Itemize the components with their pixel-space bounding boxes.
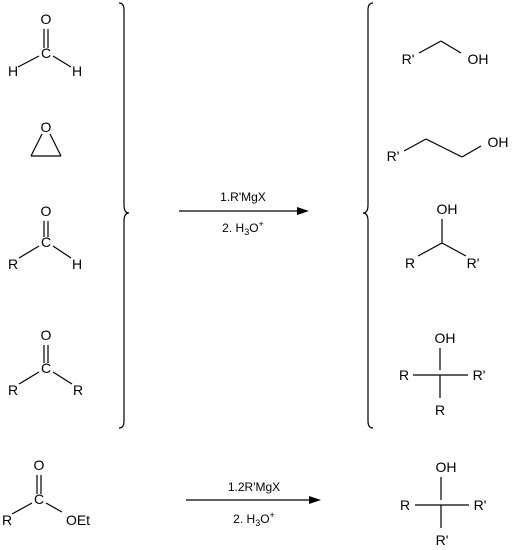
ethylene-oxide: O <box>30 119 62 157</box>
atom-r-prime: R' <box>467 255 480 271</box>
arrow-head <box>309 496 321 504</box>
reaction-arrow-2: 1.2R'MgX 2. H3O+ <box>186 480 321 528</box>
ketone: O C R R <box>8 327 83 398</box>
atom-h: H <box>72 256 82 272</box>
atom-c: C <box>41 234 51 250</box>
atom-oh: OH <box>435 330 456 346</box>
bond-line <box>17 55 40 68</box>
bond-line <box>461 145 482 158</box>
bond-line <box>52 371 73 385</box>
homologated-primary-alcohol: R' OH <box>387 134 509 164</box>
bond-line <box>441 242 467 257</box>
bond-line <box>52 245 72 259</box>
bond-line <box>18 371 40 385</box>
atom-c: C <box>34 491 44 507</box>
right-curly-brace <box>118 2 130 429</box>
arrow-head <box>297 207 309 215</box>
atom-r: R <box>2 512 12 528</box>
reaction-arrow-1: 1.R'MgX 2. H3O+ <box>179 190 309 237</box>
condition-step-2: 2. H3O+ <box>222 219 264 237</box>
bond-line <box>425 138 463 158</box>
atom-oh: OH <box>437 201 458 217</box>
left-curly-brace <box>362 2 374 429</box>
atom-r: R <box>405 255 415 271</box>
atom-oet: OEt <box>66 512 90 528</box>
atom-o: O <box>41 327 52 343</box>
bond-line <box>403 138 427 152</box>
bond-line <box>11 502 33 515</box>
tertiary-alcohol: OH R R' R <box>399 330 485 418</box>
atom-c: C <box>41 45 51 61</box>
atom-o: O <box>41 11 52 27</box>
bond-line <box>417 242 443 257</box>
atom-r: R <box>435 402 445 418</box>
atom-r-prime: R' <box>387 148 400 164</box>
condition-step-1: 1.2R'MgX <box>228 480 280 494</box>
atom-r: R <box>8 256 18 272</box>
bond-line <box>418 40 442 54</box>
atom-h: H <box>8 63 18 79</box>
condition-step-2: 2. H3O+ <box>233 510 275 528</box>
atom-oh: OH <box>488 134 509 150</box>
ethyl-ester: O C R OEt <box>2 457 90 528</box>
primary-alcohol: R' OH <box>402 40 489 67</box>
ester-tertiary-alcohol: OH R R' R' <box>400 459 486 548</box>
atom-r: R <box>8 382 18 398</box>
atom-r-prime: R' <box>474 497 487 513</box>
bond-line <box>440 40 462 54</box>
atom-o: O <box>41 119 52 135</box>
bond-line <box>49 133 62 157</box>
bond-line <box>45 502 63 513</box>
atom-h: H <box>72 63 82 79</box>
bond-line <box>18 245 40 259</box>
atom-r: R <box>73 382 83 398</box>
secondary-alcohol: OH R R' <box>405 201 479 271</box>
atom-o: O <box>41 203 52 219</box>
atom-r: R <box>400 497 410 513</box>
atom-r: R <box>399 367 409 383</box>
bond-line <box>52 55 72 68</box>
condition-step-1: 1.R'MgX <box>220 190 266 204</box>
atom-r-prime: R' <box>473 367 486 383</box>
atom-r-prime: R' <box>402 51 415 67</box>
atom-o: O <box>34 457 45 473</box>
atom-c: C <box>41 360 51 376</box>
formaldehyde: O C H H <box>8 11 82 79</box>
atom-oh: OH <box>468 51 489 67</box>
atom-r-prime: R' <box>436 532 449 548</box>
bond-line <box>30 133 43 157</box>
aldehyde: O C R H <box>8 203 82 272</box>
atom-oh: OH <box>436 459 457 475</box>
